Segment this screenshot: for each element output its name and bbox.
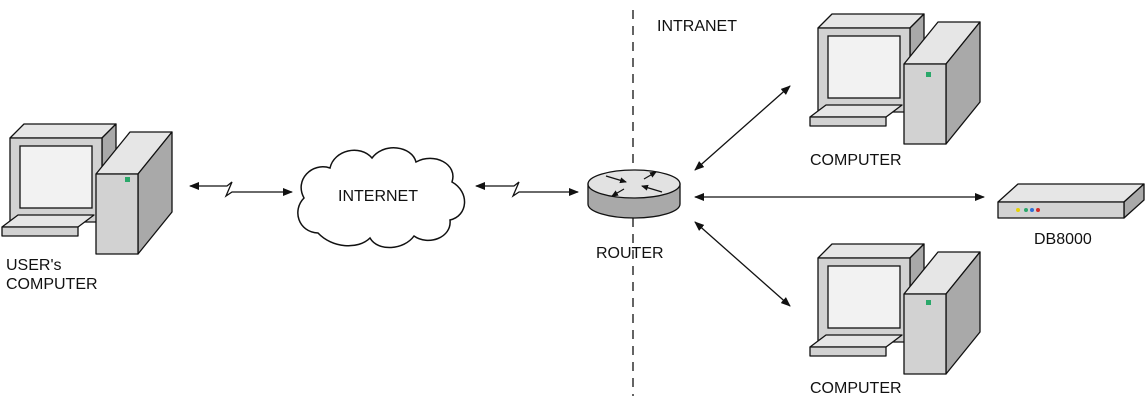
computer-bottom-icon <box>809 243 981 375</box>
computer-bottom-label: COMPUTER <box>810 380 902 396</box>
user-computer-label-line1: USER's <box>6 257 62 274</box>
router-icon <box>587 169 681 219</box>
internet-label: INTERNET <box>338 188 418 205</box>
user-internet-link <box>189 181 293 198</box>
db8000-label: DB8000 <box>1034 231 1092 248</box>
router-computer-top-link <box>694 85 791 171</box>
intranet-label: INTRANET <box>657 18 737 35</box>
network-device-icon <box>997 183 1145 219</box>
power-led <box>926 300 931 305</box>
router-computer-bottom-link <box>694 221 791 307</box>
cloud-icon <box>297 147 466 249</box>
internet-router-link <box>475 181 579 198</box>
user-computer-label-line2: COMPUTER <box>6 276 98 293</box>
computer-top-label: COMPUTER <box>810 152 902 169</box>
power-led <box>926 72 931 77</box>
computer-top-icon <box>809 13 981 145</box>
router-label: ROUTER <box>596 245 664 262</box>
user-computer-icon <box>1 123 173 255</box>
power-led <box>125 177 130 182</box>
